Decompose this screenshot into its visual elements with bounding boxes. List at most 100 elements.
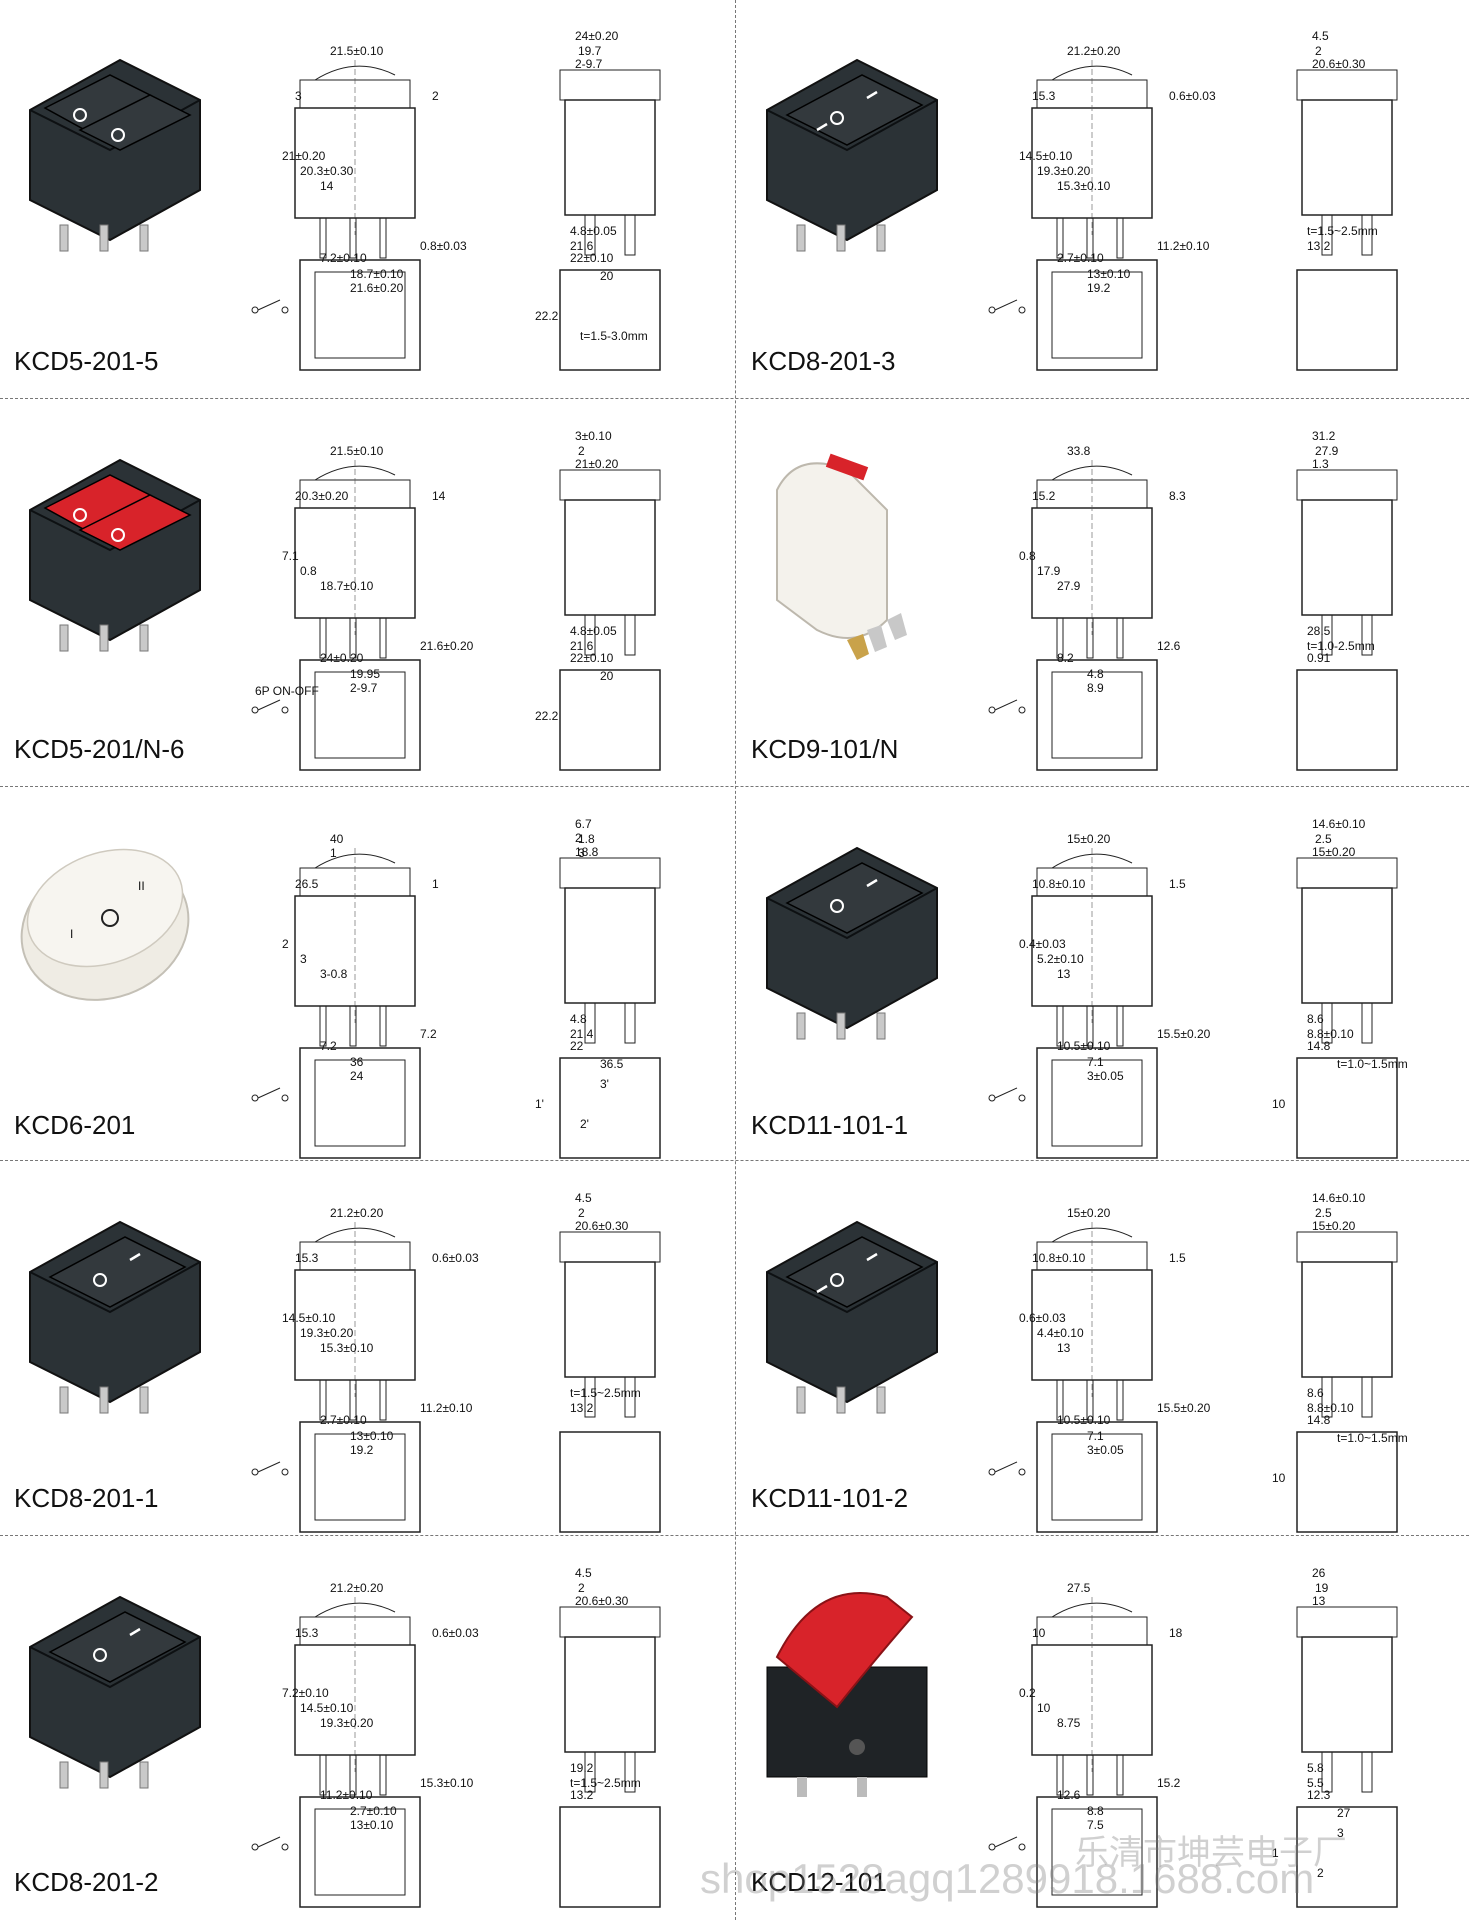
dimension-label: 8.8±0.10: [1307, 1027, 1354, 1041]
model-label: KCD11-101-1: [751, 1110, 909, 1140]
dimension-label: 21.2±0.20: [1067, 44, 1121, 58]
dimension-label: 5.8: [1307, 1761, 1324, 1775]
dimension-label: 7.5: [1087, 1818, 1104, 1832]
dimension-label: 22: [570, 1039, 584, 1053]
dimension-label: 10.8±0.10: [1032, 877, 1086, 891]
dimension-label: 7.2±0.10: [320, 251, 367, 265]
dimension-label: 21.2±0.20: [330, 1581, 384, 1595]
dimension-label: 0.6±0.03: [432, 1251, 479, 1265]
dimension-label: 12.3: [1307, 1788, 1331, 1802]
column-divider: [735, 0, 736, 1920]
model-label: KCD8-201-1: [14, 1483, 159, 1513]
dimension-label: 11.2±0.10: [420, 1401, 473, 1415]
dimension-label: 24: [350, 1069, 364, 1083]
dimension-label: 2: [578, 1206, 585, 1220]
dimension-label: 3±0.05: [1087, 1443, 1124, 1457]
dimension-label: 13: [1057, 967, 1071, 981]
dimension-label: 17.9: [1037, 564, 1061, 578]
dimension-label: 20: [600, 669, 614, 683]
dimension-label: 0.8: [300, 564, 317, 578]
switch-photo: [766, 846, 938, 1040]
dimension-label: 10.8±0.10: [1032, 1251, 1086, 1265]
dimension-label: 4.8: [1087, 667, 1104, 681]
dimension-label: 4.8: [570, 1012, 587, 1026]
dimension-label: 0.2: [1019, 1686, 1036, 1700]
dimension-label: 20.6±0.30: [575, 1219, 629, 1233]
dimension-label: t=1.5~2.5mm: [1307, 224, 1378, 238]
dimension-label: 19.2: [570, 1761, 594, 1775]
dimension-label: 19.2: [1087, 281, 1111, 295]
dimension-label: 15.2: [1157, 1776, 1181, 1790]
dimension-label: 3: [300, 952, 307, 966]
dimension-label: 10.5±0.10: [1057, 1413, 1111, 1427]
dimension-label: 4.4±0.10: [1037, 1326, 1084, 1340]
dimension-label: 0.4±0.03: [1019, 937, 1066, 951]
row-divider: [0, 398, 1469, 399]
dimension-label: 18: [1169, 1626, 1183, 1640]
dimension-label: 15.3: [1032, 89, 1056, 103]
row-divider: [0, 786, 1469, 787]
dimension-label: 20.6±0.30: [575, 1594, 629, 1608]
dimension-label: 20: [600, 269, 614, 283]
dimension-label: 5.5: [1307, 1776, 1324, 1790]
dimension-label: 8.3: [1169, 489, 1186, 503]
dimension-label: 15.5±0.20: [1157, 1401, 1211, 1415]
dimension-label: 10: [1037, 1701, 1051, 1715]
dimension-label: 14: [320, 179, 334, 193]
dimension-label: 15±0.20: [1067, 1206, 1111, 1220]
dimension-label: 21.5±0.10: [330, 444, 384, 458]
dimension-label: I: [70, 927, 73, 941]
dimension-label: 36: [350, 1055, 364, 1069]
model-label: KCD5-201/N-6: [14, 734, 185, 764]
dimension-label: 2-9.7: [575, 57, 603, 71]
dimension-label: 2-9.7: [350, 681, 378, 695]
dimension-label: 2.7±0.10: [1057, 251, 1104, 265]
dimension-label: 14.5±0.10: [282, 1311, 336, 1325]
dimension-label: 24±0.20: [575, 29, 619, 43]
switch-photo: [29, 58, 201, 252]
switch-photo: [29, 1220, 201, 1414]
dimension-label: 15.3: [295, 1626, 319, 1640]
dimension-label: 5.2±0.10: [1037, 952, 1084, 966]
dimension-label: 27.9: [1315, 444, 1339, 458]
dimension-label: 22.2: [535, 709, 559, 723]
dimension-label: 15.3±0.10: [1057, 179, 1111, 193]
dimension-label: 18.7±0.10: [350, 267, 404, 281]
dimension-label: 0.6±0.03: [432, 1626, 479, 1640]
dimension-label: 13.2: [570, 1401, 594, 1415]
dimension-label: 8.6: [1307, 1386, 1324, 1400]
dimension-label: t=1.5~2.5mm: [570, 1386, 641, 1400]
dimension-label: 2.5: [1315, 1206, 1332, 1220]
dimension-label: 7.2±0.10: [282, 1686, 329, 1700]
switch-photo: III: [20, 848, 190, 1001]
dimension-label: 22±0.10: [570, 651, 614, 665]
dimension-label: 21.6±0.20: [350, 281, 404, 295]
dimension-label: 11.2±0.10: [320, 1788, 373, 1802]
dimension-label: 24±0.20: [320, 651, 364, 665]
dimension-label: 1.8: [578, 832, 595, 846]
dimension-label: 15.3±0.10: [320, 1341, 374, 1355]
dimension-label: 2: [1315, 44, 1322, 58]
dimension-label: 27: [1337, 1806, 1351, 1820]
dimension-label: 7.2: [420, 1027, 437, 1041]
dimension-label: 18.8: [575, 845, 599, 859]
switch-photo: [766, 1592, 928, 1797]
dimension-label: 2: [578, 1581, 585, 1595]
dimension-label: 2: [578, 444, 585, 458]
dimension-label: 3±0.10: [575, 429, 612, 443]
